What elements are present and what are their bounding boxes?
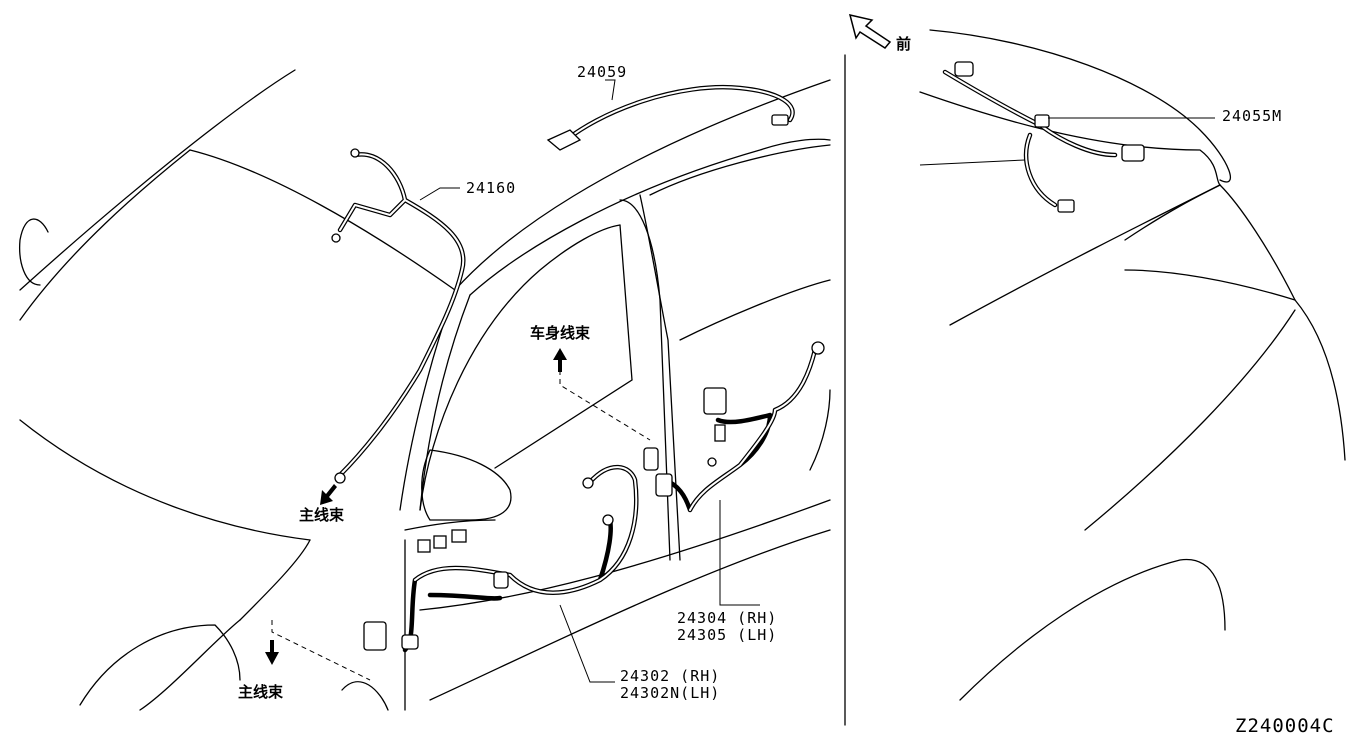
label-24305: 24305 (LH): [677, 626, 777, 644]
rear-body-outline: [919, 29, 1346, 701]
part-labels: 24059 24160 24055M 24304 (RH) 24305 (LH)…: [466, 63, 1282, 702]
harness-24055M: [942, 61, 1215, 213]
harness-24160: [331, 148, 466, 484]
harness-24302: [363, 464, 639, 653]
label-24302: 24302 (RH): [620, 667, 720, 685]
arrow-down-left-icon: [320, 484, 337, 505]
label-body-harness: 车身线束: [530, 324, 591, 342]
direction-arrow-icon: [848, 13, 892, 49]
leader-lines: [419, 79, 760, 683]
label-24302n: 24302N(LH): [620, 684, 720, 702]
label-main-harness-upper: 主线束: [299, 506, 345, 524]
figure-code: Z240004C: [1235, 715, 1335, 736]
connection-guides: [265, 348, 651, 681]
harness-24304: [643, 341, 825, 513]
label-main-harness-lower: 主线束: [238, 683, 284, 701]
label-24055m: 24055M: [1222, 107, 1282, 125]
front-direction-indicator: 前: [848, 13, 911, 53]
direction-label: 前: [896, 35, 911, 53]
label-24059: 24059: [577, 63, 627, 81]
harness-24059: [546, 84, 795, 151]
label-24160: 24160: [466, 179, 516, 197]
arrow-down-icon: [265, 640, 279, 665]
arrow-up-icon: [553, 348, 567, 372]
label-24304: 24304 (RH): [677, 609, 777, 627]
harness-labels: 车身线束 主线束 主线束: [238, 324, 591, 701]
car-body-outline: [19, 54, 846, 726]
